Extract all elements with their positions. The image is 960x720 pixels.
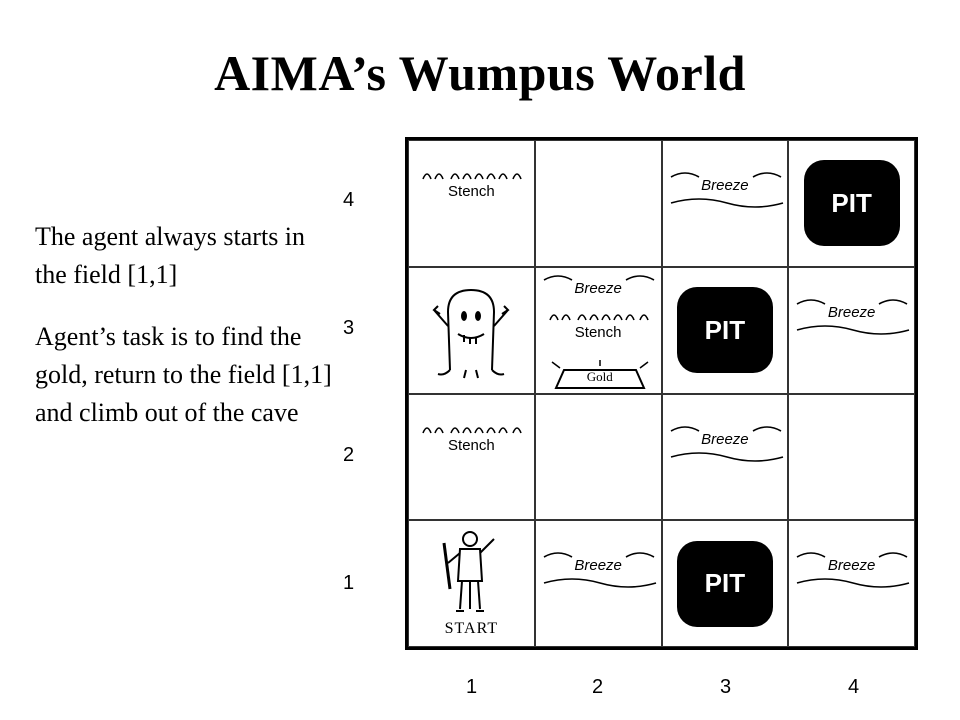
- col-label-2: 2: [592, 676, 604, 698]
- pit-cell: PIT: [676, 287, 773, 374]
- stench-label: Stench: [574, 323, 622, 341]
- row-label-4: 4: [343, 189, 355, 211]
- breeze-wave-icon: [543, 578, 656, 589]
- breeze-wave-icon: [670, 172, 781, 178]
- cell-1-2: Stench: [408, 393, 535, 521]
- cell-3-4: Breeze: [661, 140, 789, 267]
- breeze-label: Breeze: [827, 557, 876, 575]
- cell-2-1: Breeze: [534, 520, 662, 647]
- cell-1-1: START: [408, 520, 535, 647]
- agent-explorer-icon: [442, 531, 496, 613]
- gold-label: Gold: [586, 368, 613, 384]
- gold-bar-icon: [551, 359, 649, 389]
- breeze-wave-icon: [796, 298, 908, 305]
- breeze-wave-icon: [543, 552, 655, 558]
- breeze-label: Breeze: [701, 430, 749, 448]
- start-label: START: [444, 620, 499, 637]
- col-label-4: 4: [848, 676, 860, 698]
- stench-squiggle-icon: [549, 313, 649, 321]
- pit-cell: PIT: [803, 160, 900, 247]
- slide-title: AIMA’s Wumpus World: [214, 45, 746, 101]
- row-label-2: 2: [343, 444, 355, 466]
- breeze-wave-icon: [797, 578, 910, 589]
- row-label-1: 1: [343, 572, 355, 594]
- stench-squiggle-icon: [422, 173, 522, 180]
- col-label-1: 1: [466, 676, 478, 698]
- cell-3-3: PIT: [661, 266, 789, 394]
- breeze-label: Breeze: [574, 557, 622, 575]
- breeze-wave-icon: [670, 451, 783, 462]
- cell-2-2: [534, 393, 662, 521]
- cell-4-4: PIT: [788, 140, 915, 267]
- bullet-task: Agent’s task is to find the gold, return…: [35, 322, 332, 427]
- breeze-label: Breeze: [574, 279, 622, 297]
- breeze-wave-icon: [796, 552, 908, 558]
- cell-4-1: Breeze: [788, 520, 915, 647]
- wumpus-grid: Stench Breeze PIT Breeze: [405, 137, 918, 650]
- pit-cell: PIT: [676, 540, 773, 627]
- breeze-wave-icon: [670, 198, 783, 208]
- breeze-wave-icon: [797, 324, 910, 335]
- stench-label: Stench: [448, 183, 495, 200]
- bullet-start-field: The agent always starts in the field [1,…: [35, 222, 306, 289]
- breeze-wave-icon: [670, 425, 781, 432]
- col-label-3: 3: [720, 676, 732, 698]
- breeze-label: Breeze: [827, 303, 876, 321]
- cell-4-3: Breeze: [788, 266, 915, 394]
- cell-3-2: Breeze: [661, 393, 789, 521]
- row-label-3: 3: [343, 317, 355, 339]
- gold-bar: Gold: [550, 359, 650, 394]
- cell-3-1: PIT: [661, 520, 789, 647]
- cell-4-2: [788, 393, 915, 521]
- cell-2-3: Breeze Stench Gold: [534, 266, 662, 394]
- cell-2-4: [534, 140, 662, 267]
- bullet-list: The agent always starts in the field [1,…: [35, 218, 335, 456]
- cell-1-4: Stench: [408, 140, 535, 267]
- wumpus-monster-icon: [432, 288, 510, 378]
- stench-squiggle-icon: [422, 426, 522, 433]
- cell-1-3: [408, 266, 535, 394]
- breeze-label: Breeze: [701, 177, 749, 194]
- stench-label: Stench: [448, 436, 495, 454]
- breeze-wave-icon: [543, 274, 655, 281]
